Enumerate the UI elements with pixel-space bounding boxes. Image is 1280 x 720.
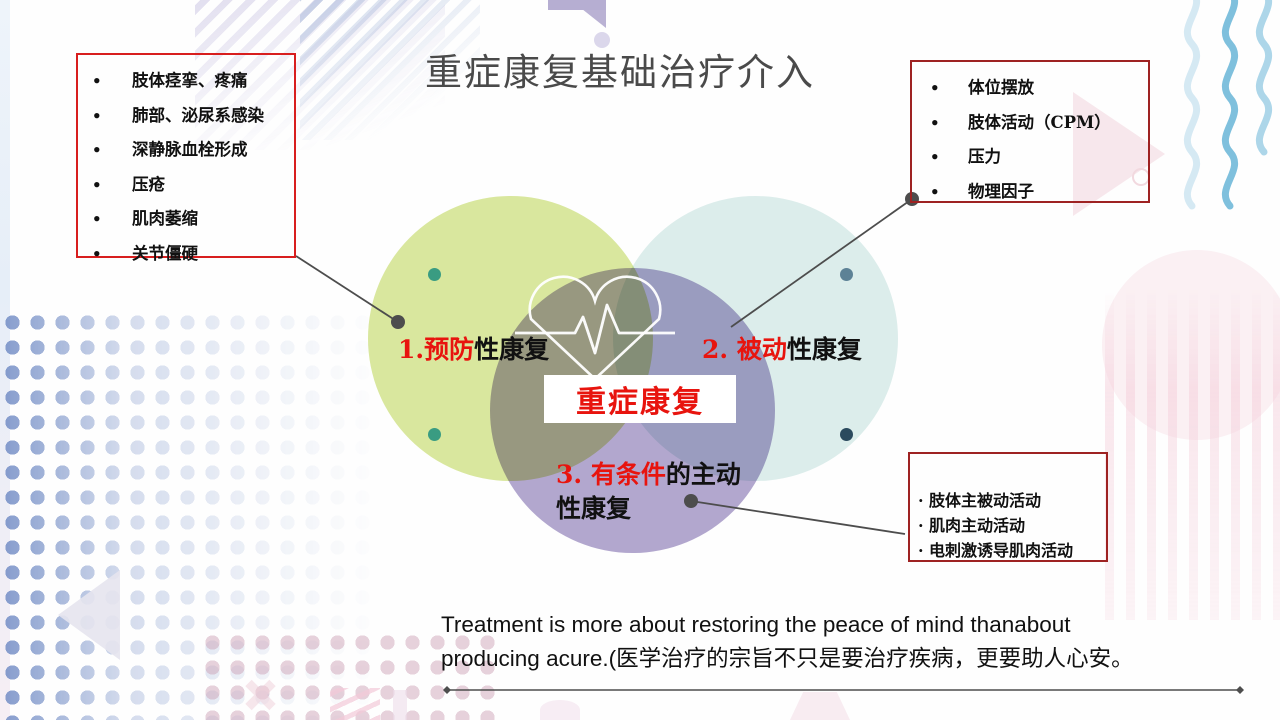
venn-label-one-rest: 性康复	[474, 335, 550, 364]
venn-center-label-text: 重症康复	[576, 385, 704, 420]
list-item: 肢体活动（CPM）	[930, 106, 1148, 141]
accent-dot-blue-bottom	[840, 428, 853, 441]
accent-dot-green-bottom	[428, 428, 441, 441]
list-item: 体位摆放	[930, 71, 1148, 106]
venn-label-three-highlight: 有条件	[590, 460, 666, 489]
heart-ecg-icon	[505, 275, 685, 385]
preventive-issue-list: 肢体痉挛、疼痛 肺部、泌尿系感染 深静脉血栓形成 压疮 肌肉萎缩 关节僵硬	[78, 55, 294, 271]
callout-box-bottom-right: 肢体主被动活动 肌肉主动活动 电刺激诱导肌肉活动	[908, 452, 1108, 562]
venn-label-three-rest: 的主动性康复	[556, 460, 741, 523]
accent-dot-green-top	[428, 268, 441, 281]
callout-box-top-left: 肢体痉挛、疼痛 肺部、泌尿系感染 深静脉血栓形成 压疮 肌肉萎缩 关节僵硬	[76, 53, 296, 263]
venn-label-three-number: 3.	[556, 460, 583, 489]
venn-label-two-number: 2.	[702, 335, 729, 364]
venn-label-active: 3. 有条件的主动性康复	[556, 458, 746, 526]
venn-label-preventive: 1.预防性康复	[398, 330, 549, 366]
venn-label-one-number: 1.	[398, 335, 425, 364]
passive-method-list: 体位摆放 肢体活动（CPM） 压力 物理因子	[912, 62, 1148, 209]
list-item: 肌肉主动活动	[918, 513, 1103, 538]
venn-label-one-highlight: 预防	[424, 335, 475, 364]
venn-label-two-rest: 性康复	[786, 335, 862, 364]
venn-center-label: 重症康复	[544, 375, 736, 423]
list-item: 肢体痉挛、疼痛	[92, 64, 294, 99]
active-method-list: 肢体主被动活动 肌肉主动活动 电刺激诱导肌肉活动	[910, 454, 1106, 563]
list-item: 物理因子	[930, 175, 1148, 210]
venn-label-two-highlight: 被动	[736, 335, 787, 364]
page-title: 重症康复基础治疗介入	[425, 51, 815, 94]
list-item: 电刺激诱导肌肉活动	[918, 538, 1103, 563]
list-item: 关节僵硬	[92, 237, 294, 272]
footer-quote-line1: Treatment is more about restoring the pe…	[441, 612, 1071, 637]
venn-label-passive: 2. 被动性康复	[702, 330, 862, 366]
list-item: 肢体主被动活动	[918, 488, 1103, 513]
list-item: 肺部、泌尿系感染	[92, 99, 294, 134]
footer-quote-line2: producing acure.(医学治疗的宗旨不只是要治疗疾病，更要助人心安。	[441, 646, 1134, 671]
footer-quote: Treatment is more about restoring the pe…	[441, 608, 1241, 676]
list-item: 压疮	[92, 168, 294, 203]
list-item: 肌肉萎缩	[92, 202, 294, 237]
list-item: 压力	[930, 140, 1148, 175]
list-item: 深静脉血栓形成	[92, 133, 294, 168]
callout-box-top-right: 体位摆放 肢体活动（CPM） 压力 物理因子	[910, 60, 1150, 203]
accent-dot-blue-top	[840, 268, 853, 281]
